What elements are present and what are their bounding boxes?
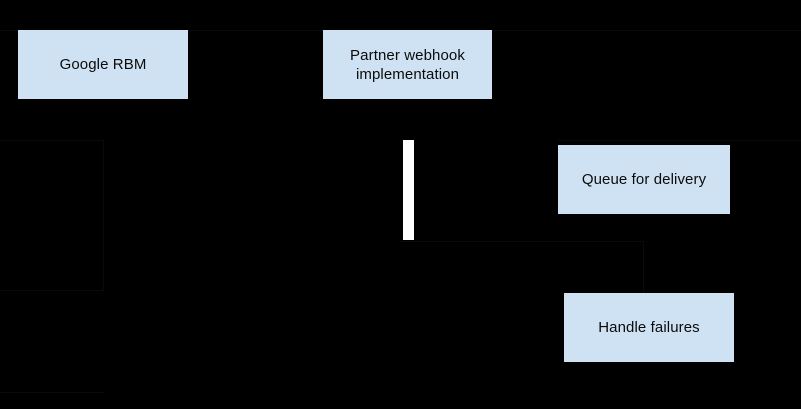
- connector-left-lower-rule: [0, 290, 104, 291]
- connector-right-vertical-rule: [643, 241, 644, 293]
- node-google-rbm[interactable]: Google RBM: [18, 30, 188, 99]
- connector-right-upper-rule: [558, 140, 801, 141]
- node-google-rbm-label: Google RBM: [59, 56, 147, 73]
- node-queue-for-delivery-label: Queue for delivery: [581, 171, 707, 188]
- connector-bottom-left-rule: [0, 392, 104, 393]
- connector-mid-rule: [400, 241, 643, 242]
- connector-left-vertical-rule: [103, 140, 104, 290]
- node-handle-failures-label: Handle failures: [598, 319, 700, 336]
- node-handle-failures[interactable]: Handle failures: [564, 293, 734, 362]
- node-partner-webhook-implementation-label: Partner webhook implementation: [350, 46, 465, 83]
- node-queue-for-delivery[interactable]: Queue for delivery: [558, 145, 730, 214]
- queue-progress-bar: [403, 140, 414, 240]
- node-partner-webhook-implementation[interactable]: Partner webhook implementation: [323, 30, 492, 99]
- connector-left-upper-rule: [0, 140, 104, 141]
